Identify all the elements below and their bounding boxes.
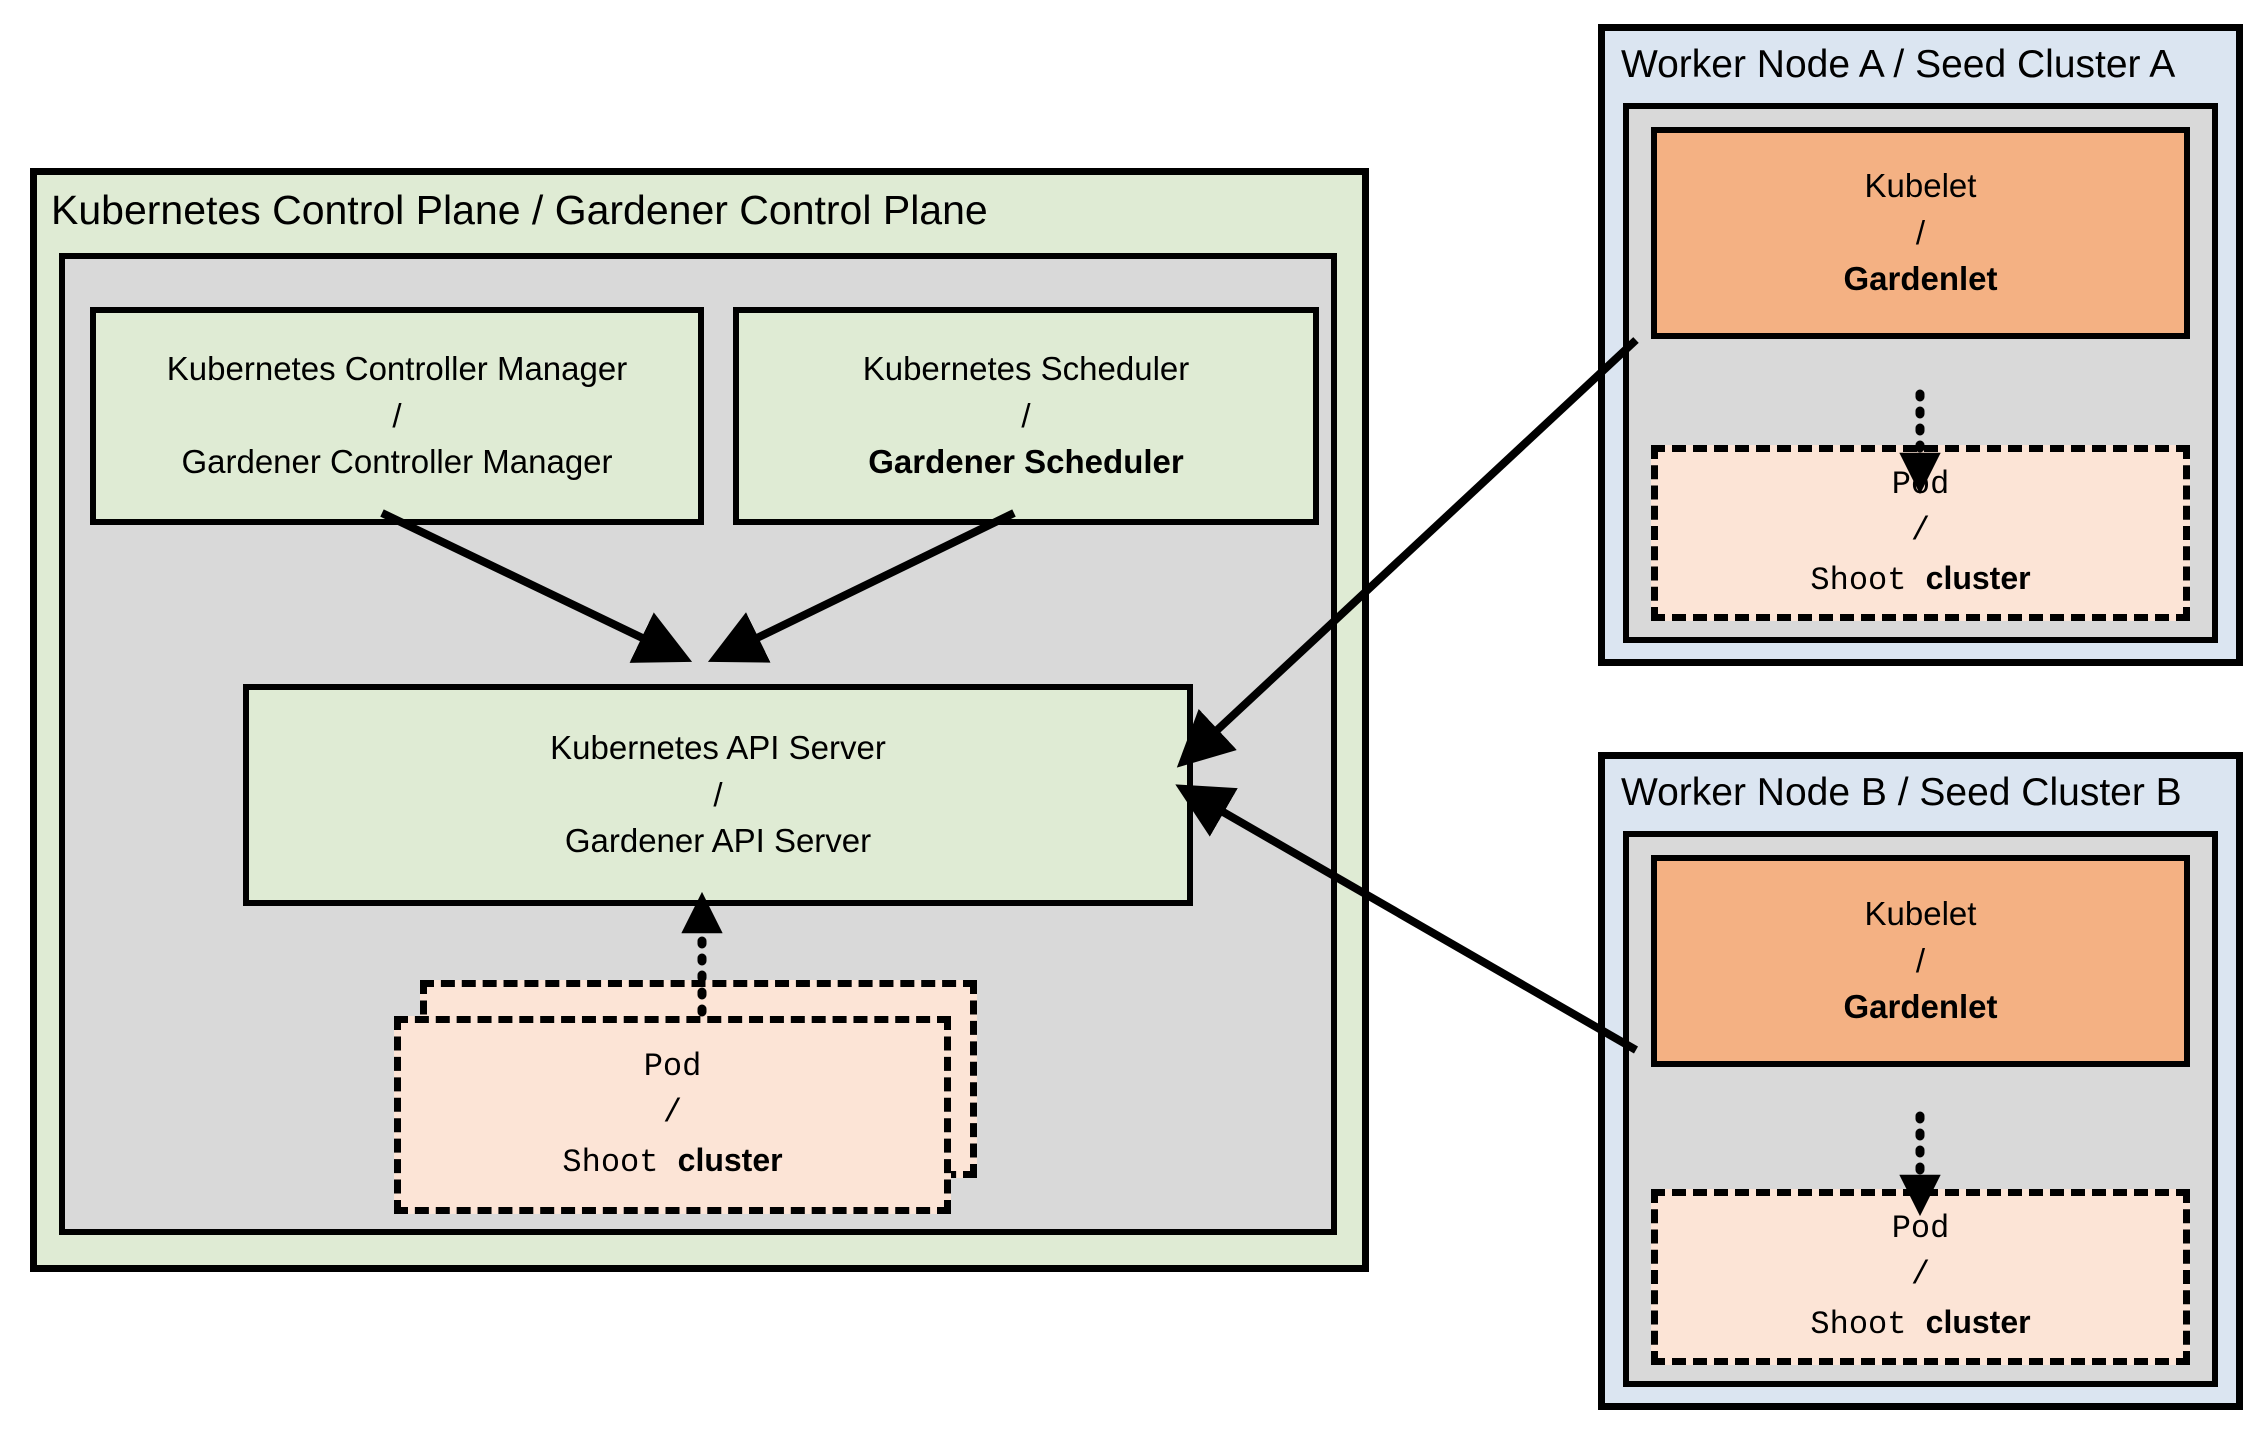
api-server-line1: Kubernetes API Server [550, 728, 886, 766]
kubelet-b-line1: Kubelet [1864, 894, 1977, 932]
worker-a-pod-cluster: cluster [1925, 559, 2031, 596]
control-plane-pod-line1: Pod [643, 1047, 702, 1085]
control-plane-pod-separator: / [662, 1094, 683, 1132]
worker-node-b-title: Worker Node B / Seed Cluster B [1621, 771, 2182, 814]
scheduler-separator: / [1021, 396, 1031, 434]
worker-b-pod-line2: Shoot cluster [1658, 1299, 2183, 1348]
kubelet-a-line1: Kubelet [1864, 166, 1977, 204]
worker-b-pod-shoot: Shoot [1810, 1305, 1907, 1343]
control-plane-pod-box[interactable]: Pod / Shoot cluster [394, 1016, 951, 1214]
control-plane-pod-line2: Shoot cluster [401, 1137, 944, 1186]
worker-node-b-pod-text: Pod / Shoot cluster [1658, 1206, 2183, 1348]
controller-manager-box[interactable]: Kubernetes Controller Manager / Gardener… [90, 307, 704, 525]
api-server-line2: Gardener API Server [564, 822, 872, 860]
worker-node-a-pod-box[interactable]: Pod / Shoot cluster [1651, 445, 2190, 621]
gardenlet-b-label: Gardenlet [1843, 988, 1998, 1026]
api-server-separator: / [713, 775, 723, 813]
worker-a-pod-line2: Shoot cluster [1658, 555, 2183, 604]
controller-manager-line1: Kubernetes Controller Manager [166, 349, 628, 387]
worker-node-b-pod-box[interactable]: Pod / Shoot cluster [1651, 1189, 2190, 1365]
worker-node-a-inner-area: Kubelet / Gardenlet Pod / Shoot cluster [1623, 103, 2218, 643]
control-plane-pod-shoot: Shoot [562, 1143, 659, 1181]
worker-node-b-inner-area: Kubelet / Gardenlet Pod / Shoot cluster [1623, 831, 2218, 1387]
worker-a-pod-line1: Pod [1891, 465, 1950, 503]
kubelet-gardenlet-b-box[interactable]: Kubelet / Gardenlet [1651, 855, 2190, 1067]
worker-node-b-container: Worker Node B / Seed Cluster B Kubelet /… [1598, 752, 2243, 1410]
controller-manager-separator: / [392, 396, 402, 434]
worker-node-a-container: Worker Node A / Seed Cluster A Kubelet /… [1598, 24, 2243, 666]
kubelet-gardenlet-a-box[interactable]: Kubelet / Gardenlet [1651, 127, 2190, 339]
worker-a-pod-shoot: Shoot [1810, 561, 1907, 599]
worker-node-a-title: Worker Node A / Seed Cluster A [1621, 43, 2176, 86]
control-plane-pod-cluster: cluster [677, 1141, 783, 1178]
control-plane-container: Kubernetes Control Plane / Gardener Cont… [30, 168, 1369, 1272]
scheduler-line1: Kubernetes Scheduler [862, 349, 1190, 387]
kubelet-a-separator: / [1915, 213, 1926, 251]
api-server-box[interactable]: Kubernetes API Server / Gardener API Ser… [243, 684, 1193, 906]
scheduler-line2: Gardener Scheduler [868, 443, 1184, 481]
gardenlet-a-label: Gardenlet [1843, 260, 1998, 298]
worker-b-pod-cluster: cluster [1925, 1303, 2031, 1340]
control-plane-pod-text: Pod / Shoot cluster [401, 1044, 944, 1186]
worker-b-pod-line1: Pod [1891, 1209, 1950, 1247]
control-plane-title: Kubernetes Control Plane / Gardener Cont… [51, 187, 988, 233]
scheduler-box[interactable]: Kubernetes Scheduler / Gardener Schedule… [733, 307, 1319, 525]
controller-manager-line2: Gardener Controller Manager [181, 443, 613, 481]
kubelet-b-separator: / [1915, 941, 1926, 979]
worker-a-pod-separator: / [1910, 512, 1931, 550]
worker-b-pod-separator: / [1910, 1256, 1931, 1294]
worker-node-a-pod-text: Pod / Shoot cluster [1658, 462, 2183, 604]
